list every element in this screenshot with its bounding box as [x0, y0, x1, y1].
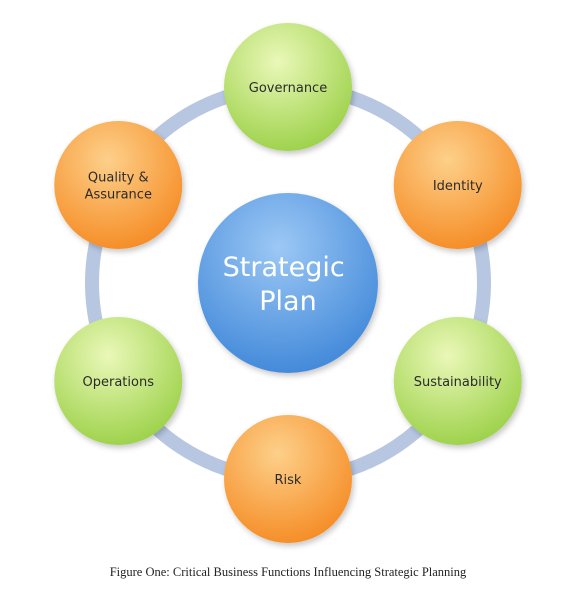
figure-caption: Figure One: Critical Business Functions … [109, 565, 467, 579]
node-risk: Risk [224, 415, 352, 543]
node-label-line: Risk [275, 473, 302, 488]
node-circle [393, 317, 522, 445]
center-label-line-1: Strategic [223, 252, 345, 283]
node-circle [224, 23, 352, 151]
node-label-line: Sustainability [414, 375, 502, 390]
center-label-line-2: Plan [259, 286, 316, 317]
node-sustainability: Sustainability [393, 317, 522, 445]
node-label-line: Assurance [85, 188, 152, 203]
node-circle [224, 415, 352, 543]
node-circle [54, 121, 183, 249]
node-governance: Governance [224, 23, 352, 151]
strategic-plan-diagram: Strategic Plan GovernanceIdentitySustain… [54, 23, 522, 543]
node-label-line: Operations [83, 375, 155, 390]
node-circle [54, 317, 183, 445]
node-quality-assurance: Quality & Assurance [54, 121, 183, 249]
center-label: Strategic Plan [223, 252, 354, 317]
node-label: Identity [433, 179, 483, 194]
node-label: Governance [249, 81, 327, 96]
node-circle [393, 121, 522, 249]
node-label-line: Governance [249, 81, 327, 96]
center-node-strategic-plan: Strategic Plan [198, 193, 378, 373]
node-label: Sustainability [414, 375, 502, 390]
node-identity: Identity [393, 121, 522, 249]
node-label-line: Quality & [88, 171, 149, 186]
node-label-line: Identity [433, 179, 483, 194]
node-label: Quality & Assurance [85, 171, 152, 203]
node-label: Operations [83, 375, 155, 390]
node-operations: Operations [54, 317, 183, 445]
node-label: Risk [275, 473, 302, 488]
